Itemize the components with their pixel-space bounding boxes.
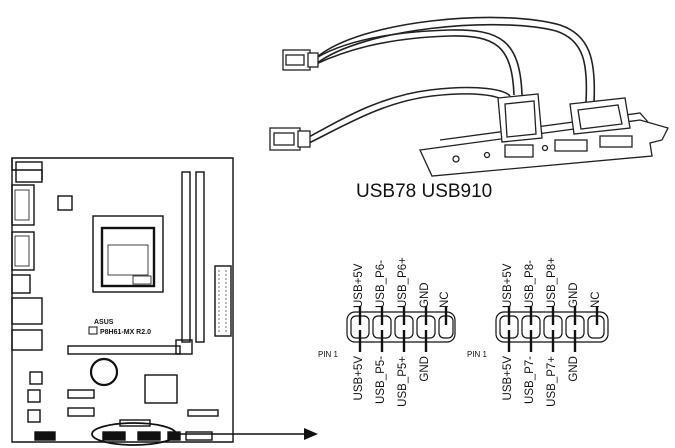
header-title: USB78 USB910 xyxy=(356,181,492,202)
pin-label: NC xyxy=(590,291,602,308)
header-1-bottom-labels: USB+5V USB_P5- USB_P5+ GND xyxy=(353,356,431,407)
pin-label: USB_P7- xyxy=(524,356,536,404)
header-1-top-labels: USB+5V USB_P6- USB_P6+ GND NC xyxy=(353,257,451,308)
mb-model-label: P8H61-MX R2.0 xyxy=(100,329,151,336)
pointer-arrow xyxy=(176,428,318,440)
pin-label: USB_P8- xyxy=(524,260,536,308)
pin-label: USB_P6+ xyxy=(397,257,409,308)
pin-label: GND xyxy=(419,282,431,308)
mb-brand-label: ASUS xyxy=(94,319,114,326)
pin-label: USB_P7+ xyxy=(546,356,558,407)
pin-label: USB+5V xyxy=(353,263,365,308)
pin1-label: PIN 1 xyxy=(318,350,339,359)
pin1-label: PIN 1 xyxy=(467,350,488,359)
pin-label: USB+5V xyxy=(502,356,514,401)
pin-label: USB+5V xyxy=(502,263,514,308)
header-2-bottom-labels: USB+5V USB_P7- USB_P7+ GND xyxy=(502,356,580,407)
usb-bracket-cable xyxy=(269,16,669,177)
pin-label: GND xyxy=(419,356,431,382)
pin-label: NC xyxy=(439,291,451,308)
header-1-connector xyxy=(346,306,456,352)
header-2-top-labels: USB+5V USB_P8- USB_P8+ GND NC xyxy=(502,257,602,308)
pin-label: USB_P5- xyxy=(375,356,387,404)
pin-label: USB_P5+ xyxy=(397,356,409,407)
usb-header-2: USB+5V USB_P8- USB_P8+ GND NC PIN 1 USB+… xyxy=(467,257,609,407)
pin-label: USB_P6- xyxy=(375,260,387,308)
pin-label: USB_P8+ xyxy=(546,257,558,308)
usb-header-1: USB+5V USB_P6- USB_P6+ GND NC PIN 1 xyxy=(318,257,456,407)
header-2-connector xyxy=(495,306,609,352)
motherboard-labels: ASUS P8H61-MX R2.0 xyxy=(88,319,151,336)
pin-label: GND xyxy=(568,356,580,382)
pin-label: USB+5V xyxy=(353,356,365,401)
motherboard xyxy=(11,157,234,446)
pin-label: GND xyxy=(568,282,580,308)
